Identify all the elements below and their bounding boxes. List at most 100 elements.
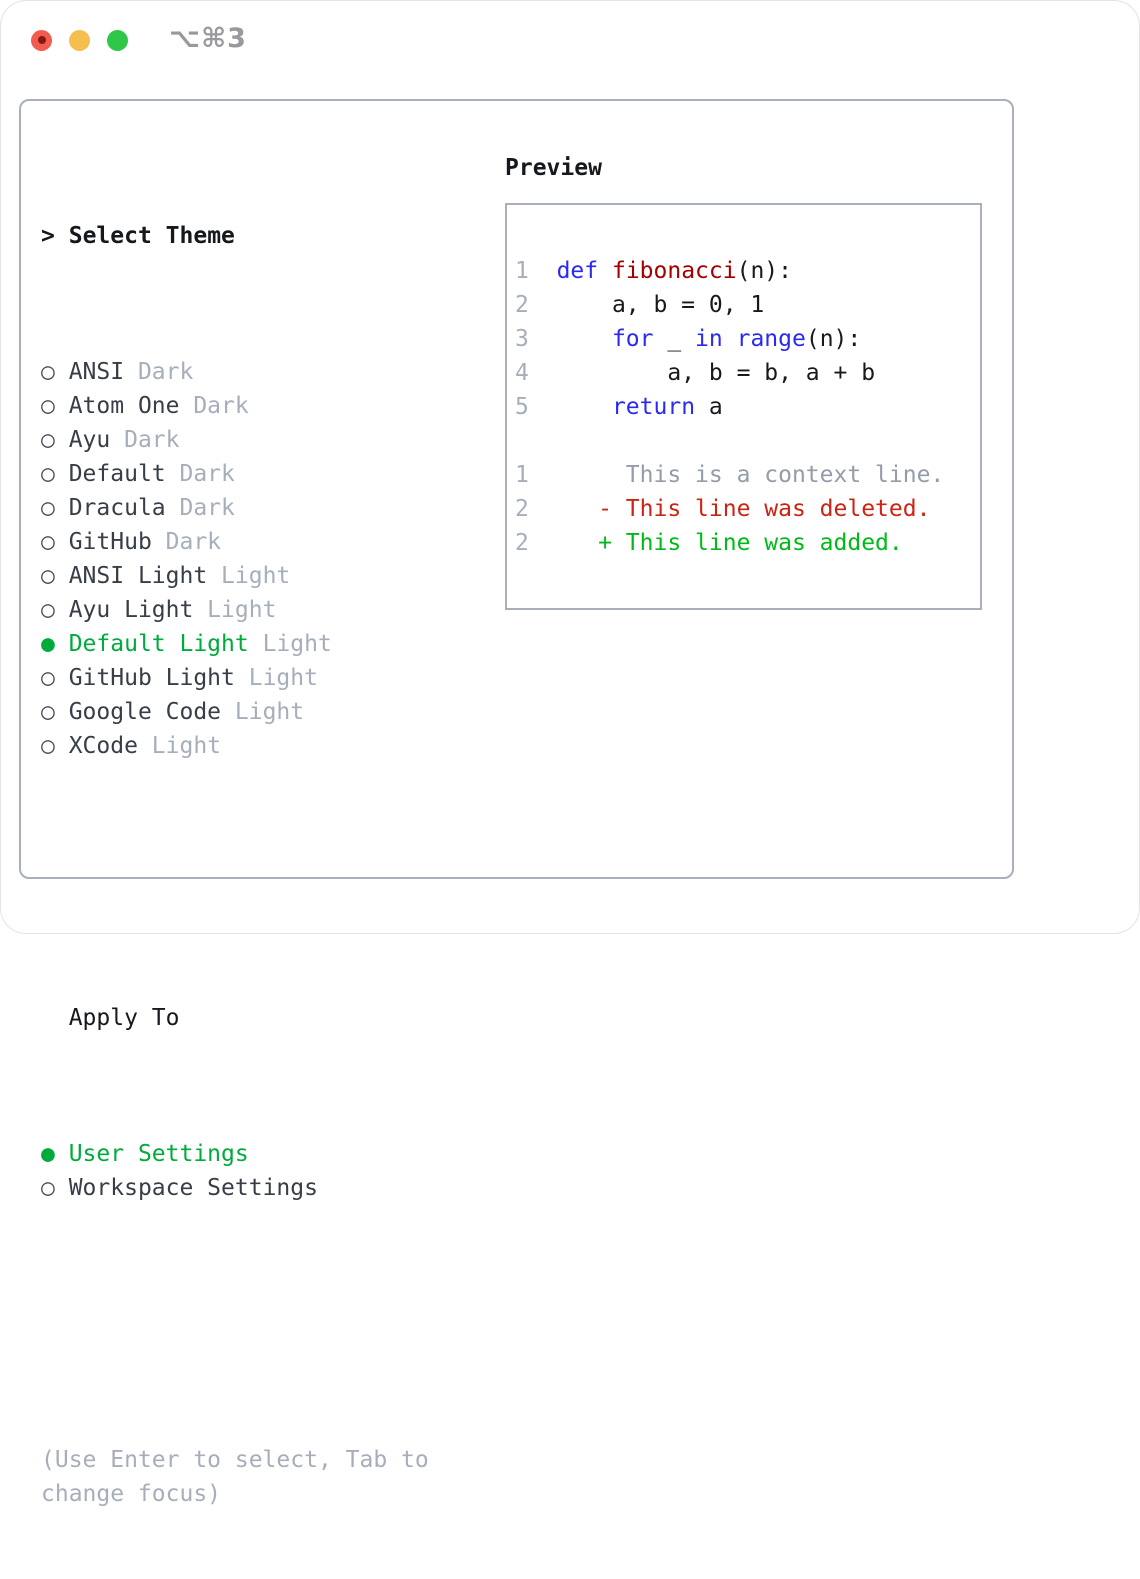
radio-unselected-icon: ○: [41, 1175, 69, 1201]
keyboard-hint: (Use Enter to select, Tab to change focu…: [41, 1443, 461, 1511]
theme-variant-tag: Light: [193, 597, 276, 623]
code-segment-plain: [529, 326, 612, 352]
theme-name: Google Code: [69, 699, 221, 725]
code-segment-plain: [598, 258, 612, 284]
radio-selected-icon: ●: [41, 1141, 69, 1167]
apply-to-header: Apply To: [41, 1001, 461, 1035]
apply-option-user-settings[interactable]: ● User Settings: [41, 1137, 461, 1171]
preview-line: 4 a, b = b, a + b: [515, 356, 970, 390]
code-segment-add: + This line was added.: [529, 530, 903, 556]
theme-name: XCode: [69, 733, 138, 759]
line-number: 1: [515, 258, 529, 284]
line-number: 2: [515, 530, 529, 556]
theme-option-ayu-light[interactable]: ○ Ayu Light Light: [41, 593, 461, 627]
theme-variant-tag: Dark: [152, 529, 221, 555]
theme-selector-panel: > Select Theme ○ ANSI Dark○ Atom One Dar…: [19, 99, 1014, 879]
theme-option-default-light[interactable]: ● Default Light Light: [41, 627, 461, 661]
preview-line: 2 + This line was added.: [515, 526, 970, 560]
theme-variant-tag: Light: [138, 733, 221, 759]
theme-name: GitHub Light: [69, 665, 235, 691]
code-segment-plain: a, b = b, a + b: [529, 360, 875, 386]
window-title: ⌥⌘3: [169, 23, 247, 54]
apply-option-label: User Settings: [69, 1141, 249, 1167]
theme-option-ansi[interactable]: ○ ANSI Dark: [41, 355, 461, 389]
line-number: 5: [515, 394, 529, 420]
theme-name: Ayu: [69, 427, 111, 453]
radio-unselected-icon: ○: [41, 733, 69, 759]
code-segment-plain: a, b = 0, 1: [529, 292, 764, 318]
theme-option-atom-one[interactable]: ○ Atom One Dark: [41, 389, 461, 423]
select-theme-header: > Select Theme: [41, 219, 461, 253]
left-column: > Select Theme ○ ANSI Dark○ Atom One Dar…: [41, 151, 461, 1579]
code-segment-kw: for: [612, 326, 654, 352]
radio-unselected-icon: ○: [41, 393, 69, 419]
apply-option-workspace-settings[interactable]: ○ Workspace Settings: [41, 1171, 461, 1205]
apply-option-label: Workspace Settings: [69, 1175, 318, 1201]
radio-unselected-icon: ○: [41, 427, 69, 453]
theme-variant-tag: Light: [249, 631, 332, 657]
radio-selected-icon: ●: [41, 631, 69, 657]
preview-line: 3 for _ in range(n):: [515, 322, 970, 356]
code-segment-plain: _: [654, 326, 696, 352]
theme-name: Atom One: [69, 393, 180, 419]
theme-option-github[interactable]: ○ GitHub Dark: [41, 525, 461, 559]
zoom-button[interactable]: [107, 30, 128, 51]
code-segment-ctx: This is a context line.: [529, 462, 944, 488]
code-segment-plain: (n):: [737, 258, 792, 284]
right-column: Preview 1 def fibonacci(n):2 a, b = 0, 1…: [505, 151, 982, 610]
radio-unselected-icon: ○: [41, 461, 69, 487]
code-segment-fn: fibonacci: [612, 258, 737, 284]
radio-unselected-icon: ○: [41, 597, 69, 623]
theme-variant-tag: Dark: [110, 427, 179, 453]
apply-to-label: Apply To: [69, 1005, 180, 1031]
minimize-button[interactable]: [69, 30, 90, 51]
code-segment-del: - This line was deleted.: [529, 496, 931, 522]
code-segment-plain: [529, 258, 557, 284]
line-number: 2: [515, 496, 529, 522]
preview-header: Preview: [505, 151, 982, 185]
preview-line: 2 a, b = 0, 1: [515, 288, 970, 322]
line-number: 3: [515, 326, 529, 352]
code-segment-kw: range: [737, 326, 806, 352]
theme-option-ayu[interactable]: ○ Ayu Dark: [41, 423, 461, 457]
code-segment-plain: [529, 394, 612, 420]
code-segment-plain: [723, 326, 737, 352]
preview-line: 2 - This line was deleted.: [515, 492, 970, 526]
line-number: 4: [515, 360, 529, 386]
radio-unselected-icon: ○: [41, 665, 69, 691]
preview-line: 5 return a: [515, 390, 970, 424]
radio-unselected-icon: ○: [41, 495, 69, 521]
prompt-marker-icon: >: [41, 223, 55, 249]
preview-line: 1 def fibonacci(n):: [515, 254, 970, 288]
theme-variant-tag: Light: [207, 563, 290, 589]
line-number: 2: [515, 292, 529, 318]
theme-variant-tag: Light: [221, 699, 304, 725]
code-segment-kw: def: [557, 258, 599, 284]
theme-option-ansi-light[interactable]: ○ ANSI Light Light: [41, 559, 461, 593]
code-segment-plain: a: [695, 394, 723, 420]
preview-line: 1 This is a context line.: [515, 458, 970, 492]
line-number: 1: [515, 462, 529, 488]
theme-option-xcode[interactable]: ○ XCode Light: [41, 729, 461, 763]
radio-unselected-icon: ○: [41, 563, 69, 589]
code-segment-plain: (n):: [806, 326, 861, 352]
theme-variant-tag: Dark: [179, 393, 248, 419]
theme-name: Default: [69, 461, 166, 487]
theme-option-google-code[interactable]: ○ Google Code Light: [41, 695, 461, 729]
code-segment-kw: return: [612, 394, 695, 420]
code-segment-kw: in: [695, 326, 723, 352]
spacer: [41, 1307, 461, 1341]
theme-variant-tag: Dark: [166, 495, 235, 521]
radio-unselected-icon: ○: [41, 699, 69, 725]
preview-line: [515, 424, 970, 458]
apply-to-list: ● User Settings○ Workspace Settings: [41, 1137, 461, 1205]
theme-option-github-light[interactable]: ○ GitHub Light Light: [41, 661, 461, 695]
theme-variant-tag: Dark: [124, 359, 193, 385]
theme-option-dracula[interactable]: ○ Dracula Dark: [41, 491, 461, 525]
theme-name: GitHub: [69, 529, 152, 555]
window-titlebar: [31, 28, 145, 52]
theme-option-default[interactable]: ○ Default Dark: [41, 457, 461, 491]
theme-name: Ayu Light: [69, 597, 194, 623]
close-button[interactable]: [31, 30, 52, 51]
